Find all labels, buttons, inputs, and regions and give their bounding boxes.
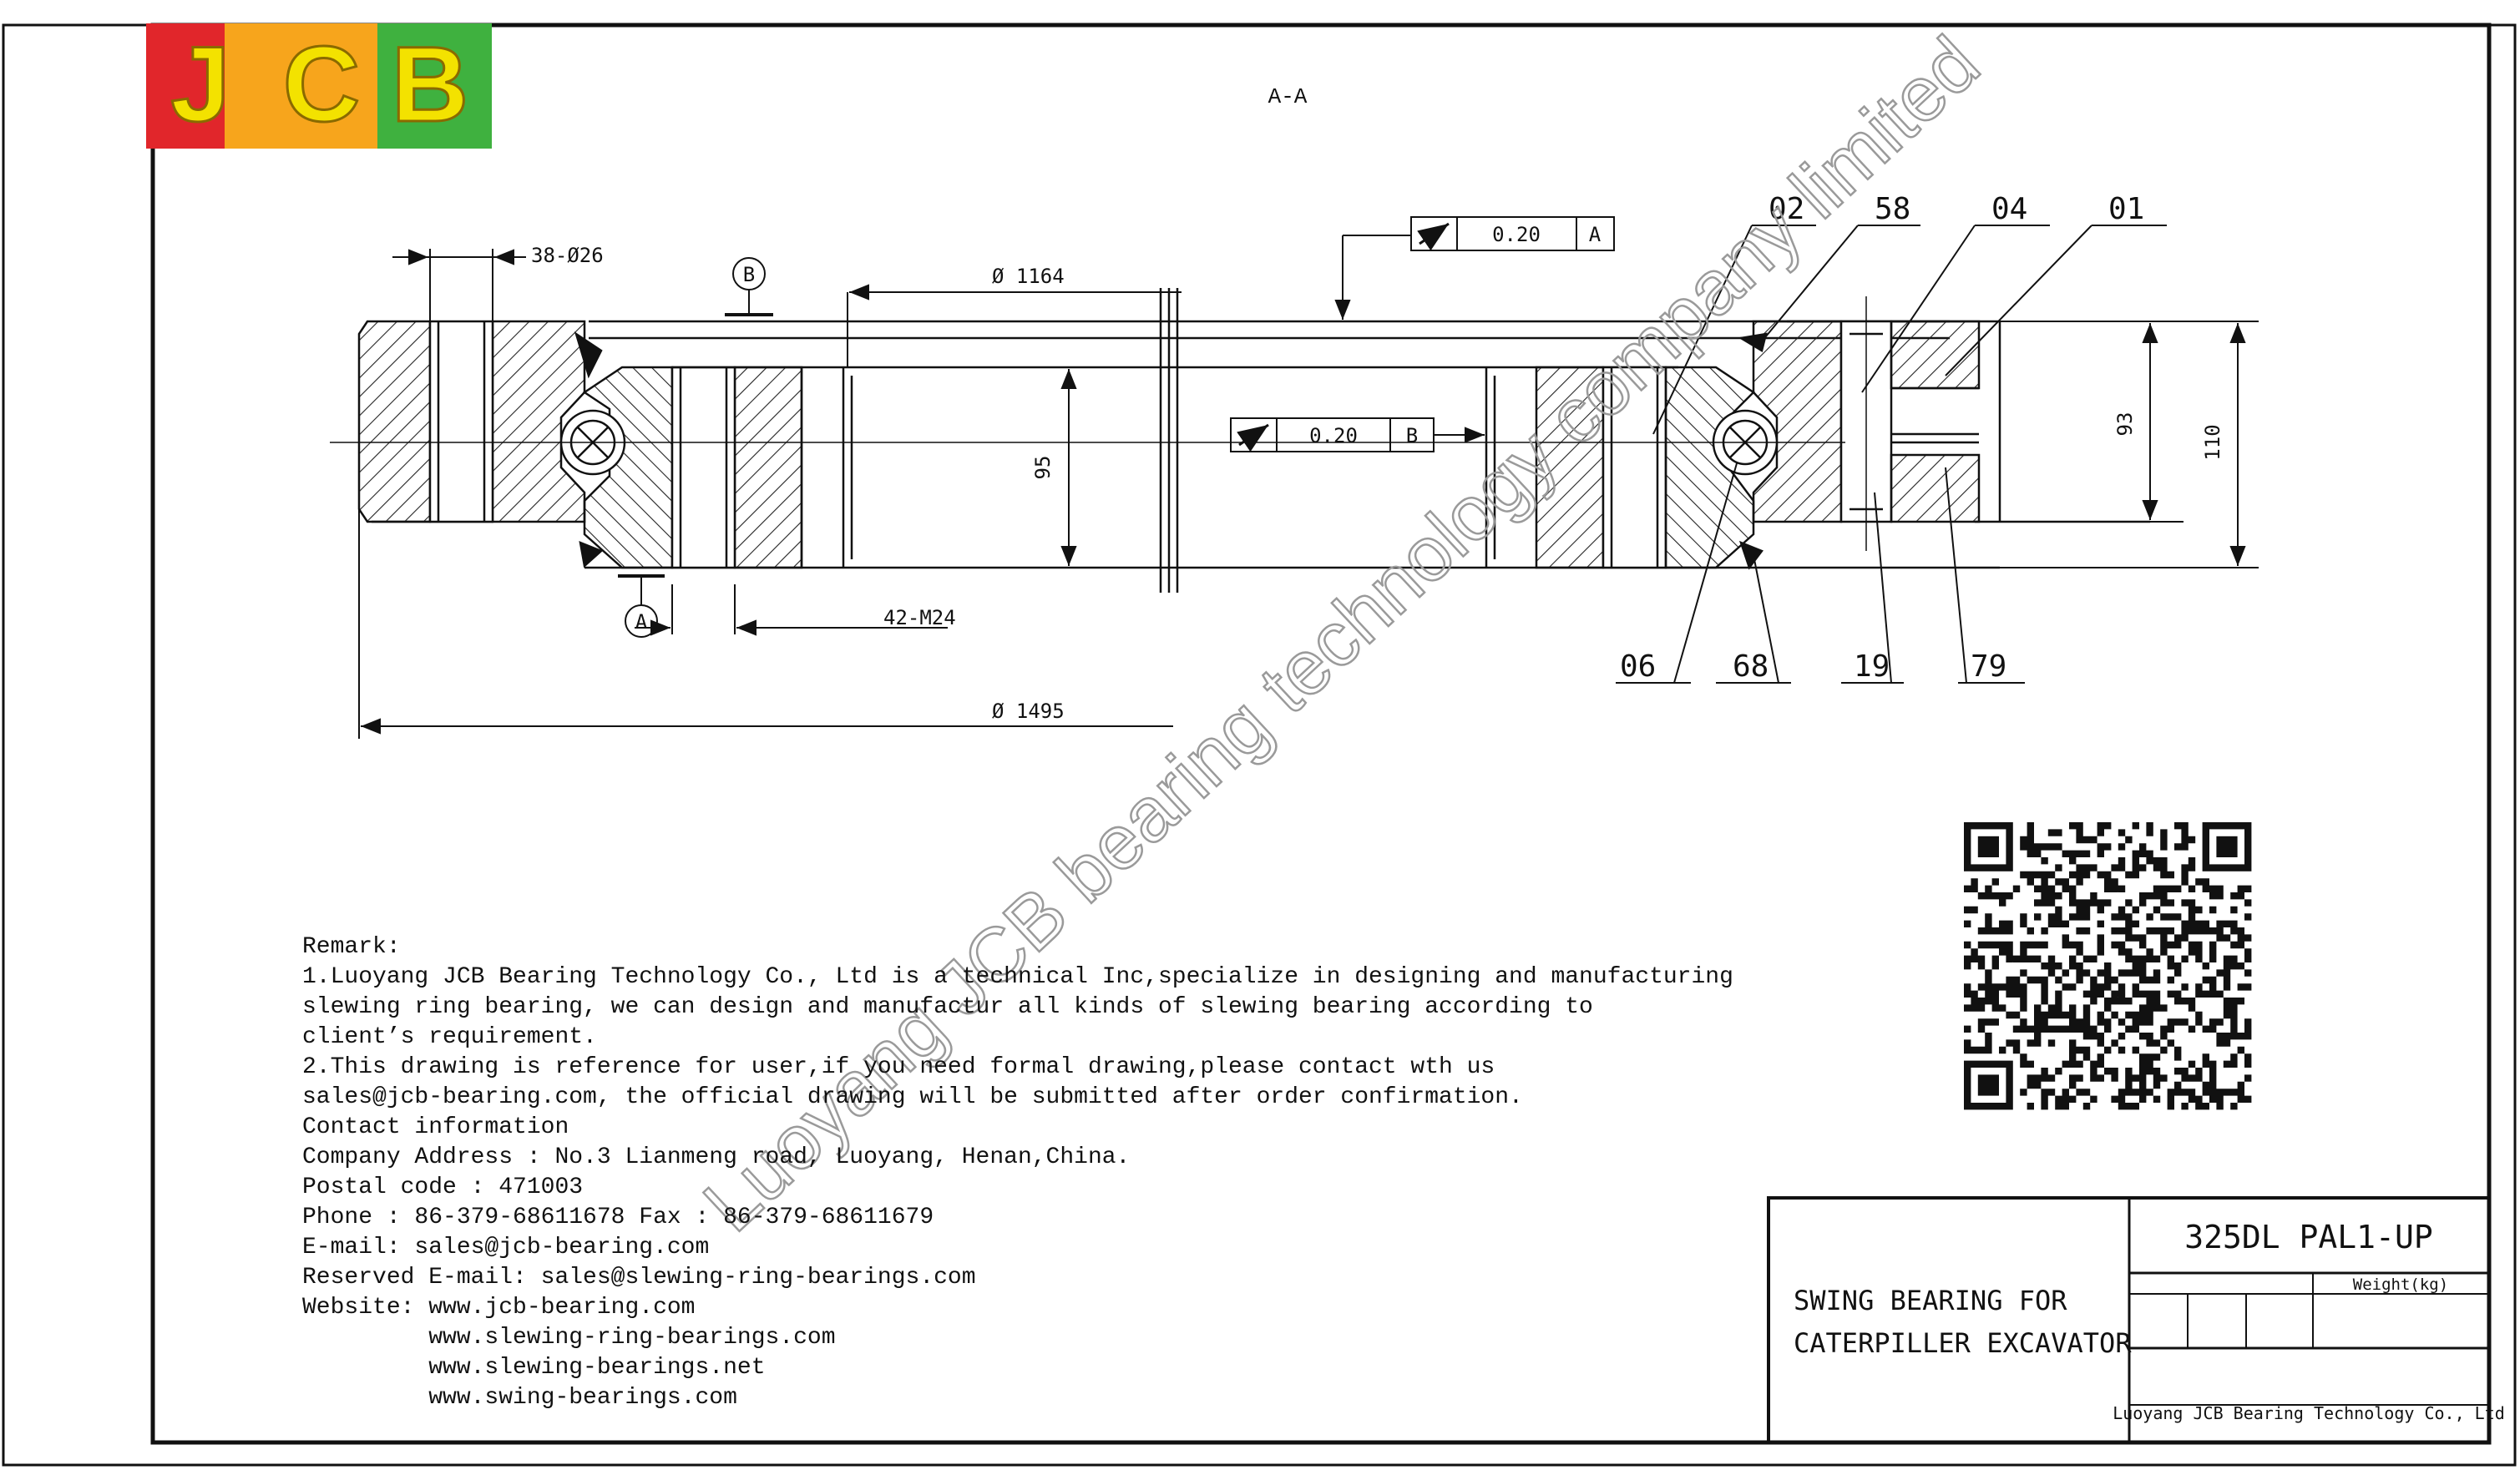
datum-b-label: B (743, 263, 755, 286)
remark-line: Reserved E-mail: sales@slewing-ring-bear… (302, 1265, 976, 1291)
right-thread-hole (1602, 366, 1667, 569)
bearing-cross-section (330, 288, 2150, 593)
part-callout-labels: 02 58 04 01 06 68 19 79 (1620, 192, 2144, 684)
remark-line: Phone : 86-379-68611678 Fax : 86-379-686… (302, 1205, 934, 1230)
qr-code-icon (1964, 822, 2252, 1110)
thread-label: 42-M24 (883, 606, 956, 629)
tolerance-b-datum: B (1406, 424, 1418, 447)
logo-block-c (225, 23, 377, 149)
inner-frame (150, 23, 2492, 1445)
section-label: A-A (1268, 84, 1308, 109)
outer-diameter-label: Ø 1495 (992, 700, 1065, 723)
logo-letter-c: C (283, 25, 360, 144)
title-block-texts: 325DL PAL1-UP SWING BEARING FOR CATERPIL… (1794, 1219, 2505, 1423)
tolerance-frame-b: 0.20 B (1230, 417, 1485, 452)
left-bolt-hole (428, 320, 494, 523)
remark-line: 1.Luoyang JCB Bearing Technology Co., Lt… (302, 964, 1733, 990)
remark-line: www.slewing-bearings.net (302, 1355, 766, 1381)
tolerance-frame-a: 0.20 A (1334, 216, 1615, 320)
callout-04: 04 (1991, 192, 2027, 226)
tolerance-a-datum: A (1589, 223, 1602, 246)
tolerance-b-value: 0.20 (1309, 424, 1358, 447)
remark-line: Contact information (302, 1114, 569, 1140)
weight-label: Weight(kg) (2353, 1276, 2448, 1294)
remarks-block: Remark: 1.Luoyang JCB Bearing Technology… (302, 934, 1733, 1411)
callout-06: 06 (1620, 649, 1656, 684)
left-inner-ring-b (733, 366, 803, 569)
logo-block-b (377, 23, 492, 149)
company-name: Luoyang JCB Bearing Technology Co., Ltd (2113, 1403, 2505, 1423)
hole-count-label: 38-Ø26 (531, 244, 604, 267)
left-thread-hole (670, 366, 736, 569)
callout-01: 01 (2108, 192, 2144, 226)
title-block (1767, 1196, 2491, 1444)
callout-19: 19 (1854, 649, 1890, 684)
logo-block-j (146, 23, 225, 149)
left-outer-ring-a (357, 320, 432, 523)
callout-58: 58 (1875, 192, 1910, 226)
description-line-2: CATERPILLER EXCAVATOR (1794, 1327, 2132, 1359)
right-inner-ring-b (1664, 366, 1755, 569)
callout-79: 79 (1971, 649, 2006, 684)
remark-line: Website: www.jcb-bearing.com (302, 1295, 695, 1321)
datum-a: A (618, 574, 665, 638)
remark-line: www.swing-bearings.com (302, 1385, 737, 1411)
remark-line: Remark: (302, 934, 401, 960)
dimension-texts: 38-Ø26 Ø 1164 Ø 1495 42-M24 95 93 110 (531, 244, 2224, 723)
datum-b: B (725, 257, 773, 316)
callout-68: 68 (1733, 649, 1769, 684)
description-line-1: SWING BEARING FOR (1794, 1285, 2067, 1316)
logo-letter-j: J (170, 25, 230, 144)
remark-line: client’s requirement. (302, 1024, 597, 1050)
height-95-label: 95 (1031, 456, 1055, 480)
remark-line: slewing ring bearing, we can design and … (302, 994, 1593, 1020)
inner-diameter-label: Ø 1164 (992, 265, 1065, 288)
logo-letter-b: B (392, 25, 468, 144)
remark-line: sales@jcb-bearing.com, the official draw… (302, 1084, 1523, 1110)
model-number: 325DL PAL1-UP (2184, 1219, 2432, 1255)
tolerance-a-value: 0.20 (1492, 223, 1541, 246)
remark-line: Company Address : No.3 Lianmeng road, Lu… (302, 1144, 1130, 1170)
part-callouts (1616, 225, 2167, 684)
jcb-logo: J C B (146, 23, 492, 149)
remark-line: E-mail: sales@jcb-bearing.com (302, 1235, 709, 1260)
datum-a-label: A (635, 610, 648, 634)
remark-line: 2.This drawing is reference for user,if … (302, 1054, 1495, 1080)
callout-02: 02 (1769, 192, 1804, 226)
remark-line: Postal code : 471003 (302, 1174, 583, 1200)
height-93-label: 93 (2113, 412, 2137, 437)
dimension-lines (358, 249, 2259, 739)
remark-line: www.slewing-ring-bearings.com (302, 1325, 836, 1351)
height-110-label: 110 (2201, 424, 2224, 460)
